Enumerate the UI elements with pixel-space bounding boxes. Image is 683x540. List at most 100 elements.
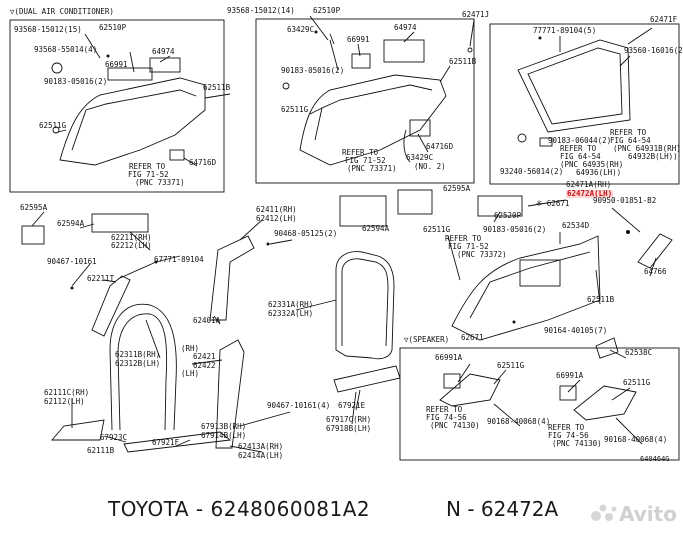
scuff-plate-67921f: [123, 431, 232, 453]
callout-label: 90183-06044(2): [548, 136, 612, 145]
callout-label: 64936(LH)): [576, 168, 622, 177]
callout-label: 62511B: [203, 83, 231, 92]
callout-label: 62510P: [313, 6, 341, 15]
callout-label: 67921F: [152, 438, 180, 447]
callout-label: 93568-55014(4): [34, 45, 98, 54]
callout-label: (NO. 2): [414, 162, 446, 171]
callout-label: 64932B(LH)): [628, 152, 678, 161]
callout-label: 90168-40068(4): [604, 435, 668, 444]
callout-label: FIG 71-52: [448, 242, 489, 251]
callout-label: 62412(LH): [256, 214, 297, 223]
callout-label: 62413A(RH): [238, 442, 284, 451]
callout-label: 66991A: [435, 353, 463, 362]
callout-label: REFER TO: [548, 423, 585, 432]
callout-label: FIG 71-52: [128, 170, 169, 179]
callout-label: 62594A: [362, 224, 390, 233]
vent-left: [21, 225, 45, 245]
pad-62538c: [595, 337, 619, 359]
callout-label: 67918B(LH): [326, 424, 372, 433]
scuff-plate-62111: [51, 419, 105, 441]
callout-label: 66991: [105, 60, 128, 69]
callout-label: 62595A: [20, 203, 48, 212]
callout-label: 67771-89104: [154, 255, 204, 264]
left-duct: [149, 57, 181, 73]
callout-label: 66991A: [556, 371, 584, 380]
callout-label: 62411(RH): [256, 205, 297, 214]
callout-label: (PNC 73371): [135, 178, 185, 187]
callout-label: 62511G: [423, 225, 451, 234]
callout-label: 90468-05125(2): [274, 229, 338, 238]
callout-label: FIG 74-56: [426, 413, 467, 422]
callout-label: 67921E: [338, 401, 366, 410]
avito-logo: [591, 504, 617, 521]
callout-label: (PNC 73371): [347, 164, 397, 173]
callout-label: REFER TO: [426, 405, 463, 414]
callout-label: 62594A: [57, 219, 85, 228]
callout-label: 90467-10161: [47, 257, 97, 266]
quarter-window-frame: [517, 39, 631, 133]
left-lamp: [169, 149, 185, 161]
callout-label: 90183-05016(2): [281, 66, 345, 75]
callout-label: (PNC 64935(RH): [560, 160, 624, 169]
callout-label: 67923C: [100, 433, 128, 442]
speaker-grille-lh: [573, 385, 637, 421]
inset-speaker: [399, 347, 680, 461]
callout-label: REFER TO: [129, 162, 166, 171]
left-vent-box: [107, 67, 153, 81]
callout-label: 90467-10161(4): [267, 401, 331, 410]
callout-label: 93568-15012(15): [14, 25, 82, 34]
center-lamp: [409, 119, 431, 137]
callout-label: 64974: [152, 47, 175, 56]
callout-label: 90168-40068(4): [487, 417, 551, 426]
callout-label: 62511B: [449, 57, 477, 66]
footer-title: TOYOTA - 6248060081A2: [108, 497, 371, 521]
inset-dual-ac-left: [9, 19, 225, 193]
callout-label: FIG 71-52: [345, 156, 386, 165]
callout-label: 62520P: [494, 211, 522, 220]
callout-label: 77771-89104(5): [533, 26, 597, 35]
garnish-62211: [91, 213, 149, 233]
callout-label: (PNC 73372): [457, 250, 507, 259]
callout-label: 62471J: [462, 10, 490, 19]
callout-label: 62671: [461, 333, 484, 342]
callout-label: 62414A(LH): [238, 451, 284, 460]
callout-label: 67917C(RH): [326, 415, 372, 424]
parts-diagram: [9, 15, 680, 461]
callout-label: 62211T: [87, 274, 115, 283]
opening-trim-62311b: [109, 303, 177, 431]
callout-label: 90183-05016(2): [44, 77, 108, 86]
callout-label: FIG 74-56: [548, 431, 589, 440]
callout-label: FIG 64-54: [560, 152, 601, 161]
callout-label: ▽(SPEAKER): [404, 335, 450, 344]
callout-label: 67913B(RH): [201, 422, 247, 431]
callout-label: ▽(DUAL AIR CONDITIONER): [10, 7, 114, 16]
callout-label: REFER TO: [342, 148, 379, 157]
figure-code: 640464G: [640, 455, 670, 463]
speaker-grille-rh: [439, 373, 501, 407]
callout-label: 62511G: [623, 378, 651, 387]
callout-label: 62511G: [39, 121, 67, 130]
callout-label: 62421: [193, 352, 216, 361]
callout-label: 62111C(RH): [44, 388, 90, 397]
vent-center: [339, 195, 387, 227]
callout-label: 63429C: [287, 25, 315, 34]
callout-label: 62112(LH): [44, 397, 85, 406]
callout-label: 67914B(LH): [201, 431, 247, 440]
inset-right-window: [489, 23, 680, 185]
callout-label: 64716D: [426, 142, 454, 151]
callout-label: 63429C: [406, 153, 434, 162]
callout-label: 62212(LH): [111, 241, 152, 250]
rear-trim-panel-62472a: [451, 235, 601, 341]
callout-label: (PNC 74130): [552, 439, 602, 448]
pillar-62211t: [91, 275, 131, 337]
footer-part-number: N - 62472A: [446, 497, 559, 521]
callout-label: 62538C: [625, 348, 653, 357]
callout-label: 93560-16016(2): [624, 46, 683, 55]
callout-label: 62471F: [650, 15, 678, 24]
callout-label: 64974: [394, 23, 417, 32]
callout-label: 62401A: [193, 316, 221, 325]
center-pillar-62411: [209, 235, 255, 321]
scuff-plate-67917c: [333, 365, 401, 393]
inset-center: [255, 18, 475, 184]
callout-label: 90183-05016(2): [483, 225, 547, 234]
